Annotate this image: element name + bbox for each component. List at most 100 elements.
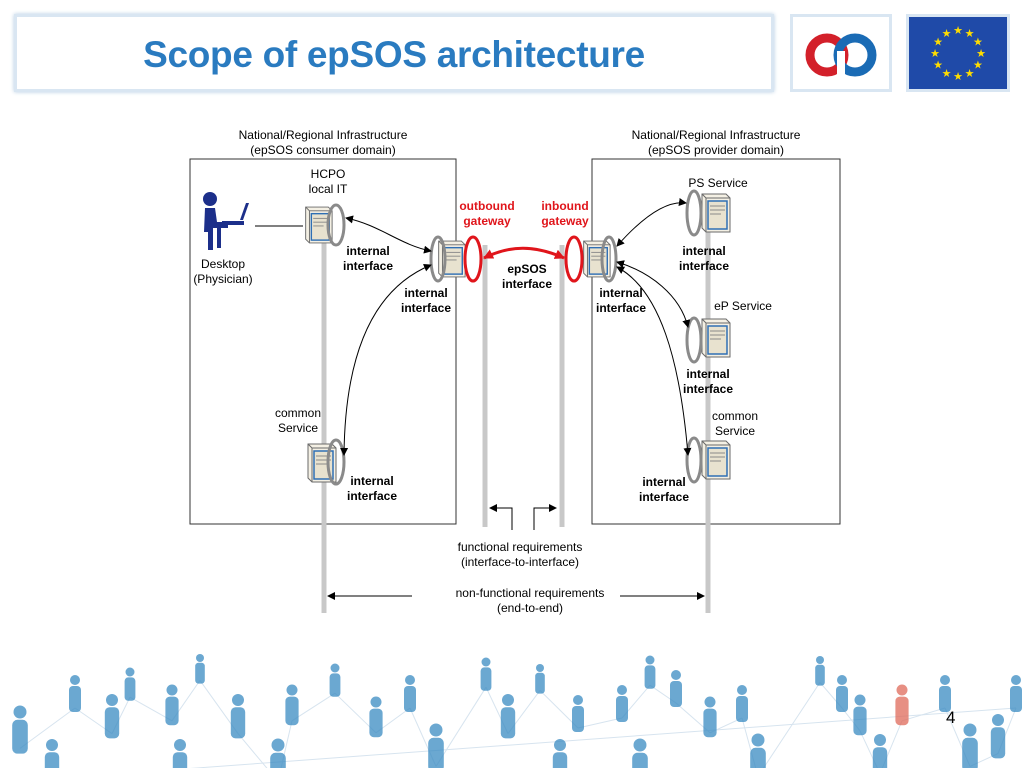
- provider-domain-title-line2: (epSOS provider domain): [647, 143, 785, 157]
- functional-requirements-label: functional requirements (interface-to-in…: [440, 540, 600, 570]
- hcpo-label-line2: local IT: [308, 182, 348, 196]
- person-figure: [69, 675, 81, 712]
- internal-interface-label-inbound: internal interface: [587, 286, 655, 316]
- eu-flag-icon: ★★★★★★★★★★★★: [930, 25, 986, 83]
- internal-interface-label-consumer-common: internal interface: [338, 474, 406, 504]
- internal-interface-label-ps-line2: interface: [678, 259, 730, 273]
- consumer-common-service-label-line1: common: [274, 406, 321, 420]
- person-figure: [939, 675, 951, 712]
- eu-flag: ★★★★★★★★★★★★: [906, 14, 1010, 92]
- network-link: [129, 696, 173, 722]
- eu-star-icon: ★: [973, 60, 983, 72]
- network-link: [237, 733, 268, 768]
- person-figure: [124, 667, 136, 701]
- internal-interface-label-ps-line1: internal: [682, 244, 726, 258]
- network-link: [189, 707, 1017, 768]
- internal-interface-label-consumer-common-line1: internal: [350, 474, 394, 488]
- person-figure: [172, 739, 188, 768]
- person-figure: [428, 723, 444, 768]
- person-figure: [535, 664, 545, 694]
- hcpo-label-line1: HCPO: [310, 167, 346, 181]
- person-figure: [195, 654, 205, 684]
- epsos-link: [483, 246, 565, 260]
- outbound-gateway-label: outbound gateway: [452, 199, 522, 229]
- eu-star-icon: ★: [953, 25, 963, 37]
- person-figure: [644, 655, 656, 689]
- network-link: [19, 707, 76, 749]
- functional-requirements-brackets: [489, 504, 557, 530]
- person-figure: [369, 696, 383, 738]
- eu-star-icon: ★: [942, 68, 952, 80]
- eu-star-icon: ★: [965, 28, 975, 40]
- internal-interface-label-ep-line2: interface: [682, 382, 734, 396]
- ps-service-server-icon: [701, 193, 731, 233]
- network-link: [334, 692, 377, 734]
- person-figure: [872, 734, 888, 768]
- person-figure: [404, 675, 416, 712]
- people-network-image: [12, 654, 1022, 768]
- provider-domain-title-line1: National/Regional Infrastructure: [631, 128, 801, 142]
- internal-interface-label-hcpo: internal interface: [334, 244, 402, 274]
- consumer-common-service-label: common Service: [265, 406, 331, 436]
- person-figure: [815, 656, 825, 686]
- provider-common-service-server-icon: [701, 440, 731, 480]
- person-figure: [44, 739, 60, 768]
- person-figure: [853, 694, 867, 736]
- internal-interface-label-provider-common-line2: interface: [638, 490, 690, 504]
- internal-interface-label-outbound: internal interface: [392, 286, 460, 316]
- person-figure: [270, 738, 286, 768]
- ps-service-label: PS Service: [688, 176, 748, 190]
- eu-star-icon: ★: [930, 48, 940, 60]
- person-figure: [500, 694, 516, 739]
- inbound-gateway-label: inbound gateway: [532, 199, 598, 229]
- network-link: [762, 682, 821, 768]
- eu-star-icon: ★: [942, 28, 952, 40]
- person-figure: [990, 714, 1006, 759]
- desktop-label-line2: (Physician): [193, 272, 253, 286]
- internal-interface-label-outbound-line1: internal: [404, 286, 448, 300]
- person-figure: [670, 670, 682, 707]
- internal-interface-label-outbound-line2: interface: [400, 301, 452, 315]
- network-link: [539, 690, 579, 729]
- interface-lines: [321, 205, 711, 613]
- functional-requirements-label-line2: (interface-to-interface): [460, 555, 580, 569]
- epsos-interface-label-line1: epSOS: [507, 262, 547, 276]
- eu-star-icon: ★: [976, 48, 986, 60]
- person-figure: [552, 739, 568, 768]
- person-figure: [230, 694, 246, 739]
- internal-interface-label-provider-common-line1: internal: [642, 475, 686, 489]
- provider-domain-title: National/Regional Infrastructure (epSOS …: [591, 128, 841, 158]
- epsos-interface-label-line2: interface: [501, 277, 553, 291]
- inbound-gateway-server-icon: [582, 240, 611, 278]
- desktop-label: Desktop (Physician): [187, 257, 259, 287]
- internal-links: [340, 198, 692, 456]
- consumer-domain-title-line1: National/Regional Infrastructure: [238, 128, 408, 142]
- functional-requirements-label-line1: functional requirements: [457, 540, 583, 554]
- eu-star-icon: ★: [933, 37, 943, 49]
- inbound-gateway-label-line1: inbound: [541, 199, 589, 213]
- non-functional-requirements-label-line2: (end-to-end): [496, 601, 564, 615]
- person-figure: [962, 723, 978, 768]
- provider-common-service-label-line1: common: [711, 409, 758, 423]
- person-figure: [703, 696, 717, 738]
- internal-interface-label-hcpo-line2: interface: [342, 259, 394, 273]
- consumer-domain-title-line2: (epSOS consumer domain): [250, 143, 396, 157]
- title-box: Scope of epSOS architecture: [14, 14, 774, 92]
- provider-common-service-label: common Service: [702, 409, 768, 439]
- interface-rings: [326, 189, 703, 486]
- non-functional-requirements-label-line1: non-functional requirements: [455, 586, 605, 600]
- eu-star-icon: ★: [973, 37, 983, 49]
- person-figure: [572, 695, 584, 732]
- person-figure: [736, 685, 748, 722]
- internal-interface-label-hcpo-line1: internal: [346, 244, 390, 258]
- eu-star-icon: ★: [965, 68, 975, 80]
- internal-interface-label-ps: internal interface: [670, 244, 738, 274]
- eu-star-icon: ★: [953, 71, 963, 83]
- person-figure: [104, 694, 120, 739]
- network-link: [577, 717, 623, 729]
- consumer-common-service-label-line2: Service: [277, 421, 318, 435]
- ep-service-label: eP Service: [714, 299, 772, 313]
- network-link: [280, 720, 293, 768]
- person-figure: [836, 675, 848, 712]
